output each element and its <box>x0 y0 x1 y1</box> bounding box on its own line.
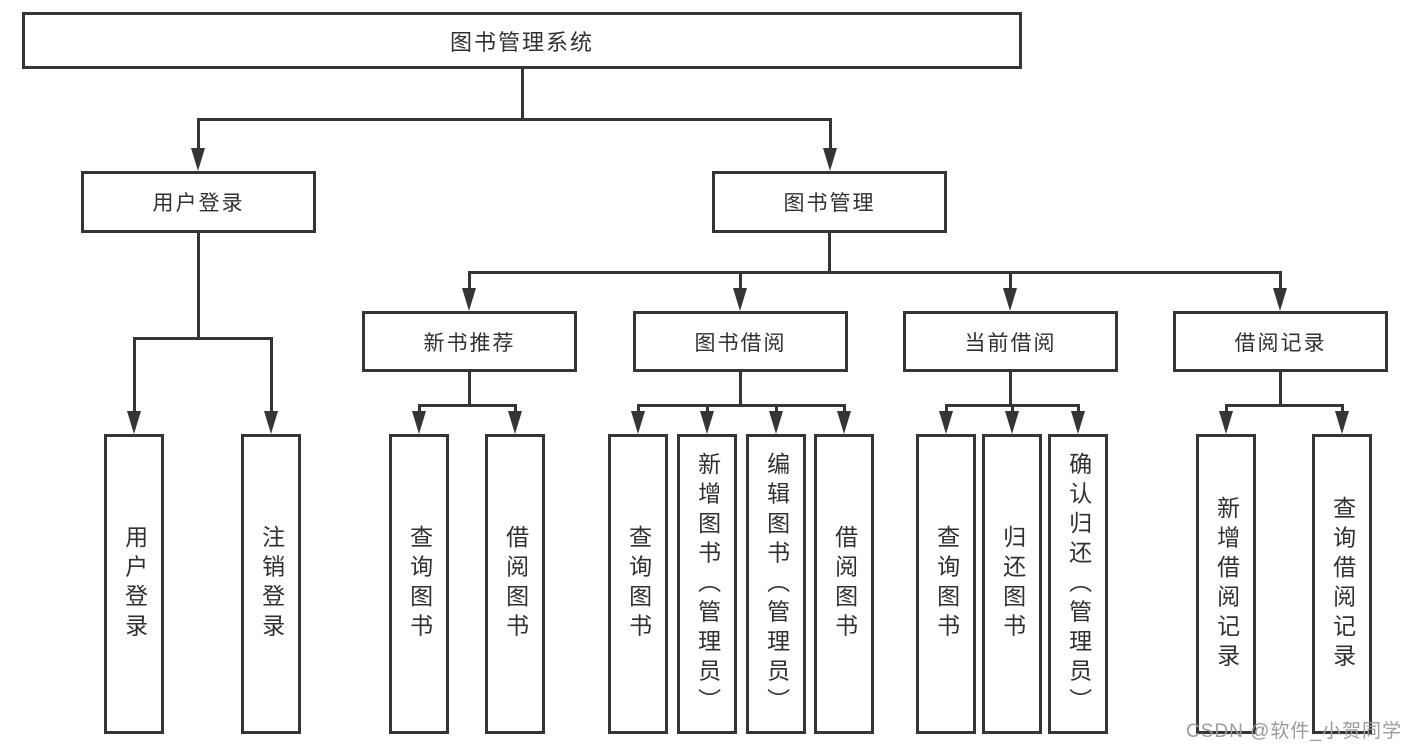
connector-line <box>739 372 742 404</box>
connector-line <box>705 404 709 411</box>
connector-line <box>467 271 471 288</box>
connector-line <box>269 337 273 411</box>
connector-line <box>739 271 742 288</box>
connector-line <box>1076 404 1080 411</box>
arrow-down-icon <box>411 411 426 434</box>
node-user-login: 用户登录 <box>81 171 316 233</box>
leaf-add-borrow-record: 新增借阅记录 <box>1196 434 1256 734</box>
connector-line <box>944 404 948 411</box>
connector-line <box>636 404 640 411</box>
connector-line <box>513 404 517 411</box>
connector-line <box>774 404 778 411</box>
arrow-down-icon <box>768 411 783 434</box>
connector-line <box>1279 271 1282 288</box>
connector-line <box>467 271 1282 274</box>
arrow-down-icon <box>1003 288 1017 311</box>
arrow-down-icon <box>461 288 476 311</box>
leaf-confirm-return-admin: 确认归还（管理员） <box>1048 434 1108 734</box>
connector-line <box>520 69 524 118</box>
connector-line <box>636 404 846 407</box>
connector-line <box>1009 271 1012 288</box>
arrow-down-icon <box>126 411 141 434</box>
connector-line <box>1224 404 1228 411</box>
connector-line <box>417 404 421 411</box>
arrow-down-icon <box>1273 288 1287 311</box>
connector-line <box>1279 372 1282 404</box>
arrow-down-icon <box>1218 411 1233 434</box>
connector-line <box>196 233 200 337</box>
leaf-query-books-recommend: 查询图书 <box>389 434 449 734</box>
arrow-down-icon <box>190 148 205 171</box>
arrow-down-icon <box>1070 411 1085 434</box>
connector-line <box>132 337 136 411</box>
arrow-down-icon <box>836 411 851 434</box>
node-borrow-records: 借阅记录 <box>1173 311 1388 372</box>
leaf-user-login: 用户登录 <box>104 434 164 734</box>
leaf-logout: 注销登录 <box>241 434 301 734</box>
leaf-borrow-books-recommend: 借阅图书 <box>485 434 545 734</box>
arrow-down-icon <box>630 411 645 434</box>
connector-line <box>1010 404 1014 411</box>
connector-line <box>827 233 831 271</box>
node-library-system: 图书管理系统 <box>22 12 1022 69</box>
leaf-edit-books-admin: 编辑图书（管理员） <box>746 434 806 734</box>
arrow-down-icon <box>733 288 747 311</box>
connector-line <box>1009 372 1012 404</box>
connector-line <box>417 404 517 407</box>
arrow-down-icon <box>507 411 522 434</box>
leaf-query-books-current: 查询图书 <box>916 434 976 734</box>
node-new-book-recommend: 新书推荐 <box>362 311 577 372</box>
leaf-add-books-admin: 新增图书（管理员） <box>677 434 737 734</box>
arrow-down-icon <box>1334 411 1349 434</box>
leaf-return-books: 归还图书 <box>982 434 1042 734</box>
connector-line <box>828 118 832 148</box>
arrow-down-icon <box>938 411 953 434</box>
connector-line <box>467 372 471 404</box>
node-book-borrow: 图书借阅 <box>633 311 848 372</box>
arrow-down-icon <box>1004 411 1019 434</box>
arrow-down-icon <box>822 148 837 171</box>
leaf-query-borrow-record: 查询借阅记录 <box>1312 434 1372 734</box>
leaf-borrow-books: 借阅图书 <box>814 434 874 734</box>
connector-line <box>196 118 200 148</box>
arrow-down-icon <box>263 411 278 434</box>
connector-line <box>1340 404 1344 411</box>
connector-line <box>196 118 832 121</box>
leaf-query-books-borrow: 查询图书 <box>608 434 668 734</box>
node-current-borrow: 当前借阅 <box>903 311 1118 372</box>
node-book-management: 图书管理 <box>712 171 947 233</box>
arrow-down-icon <box>699 411 714 434</box>
connector-line <box>842 404 846 411</box>
csdn-watermark: CSDN @软件_小贺同学 <box>1186 721 1402 742</box>
connector-line <box>1224 404 1344 407</box>
connector-line <box>132 337 273 340</box>
